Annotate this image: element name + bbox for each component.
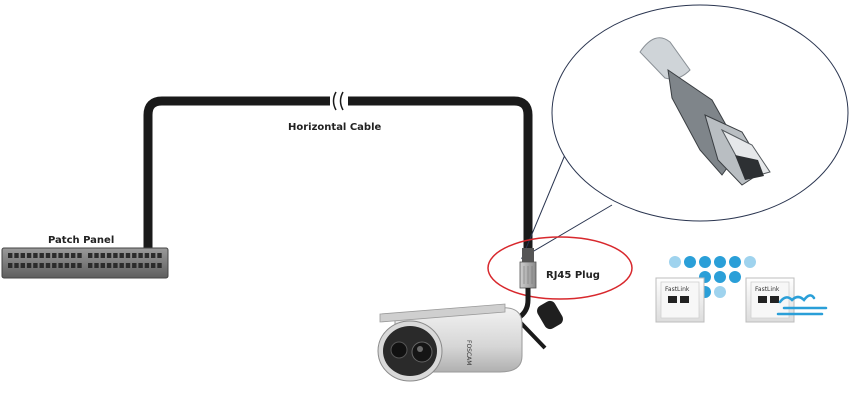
patch-port (52, 263, 57, 268)
patch-port (125, 253, 131, 258)
wall-plate-left-label: FastLink (665, 286, 690, 293)
patch-port (71, 263, 76, 268)
highlight-circle (487, 236, 633, 300)
patch-port (94, 263, 99, 268)
wall-plate-right-label: FastLink (755, 286, 780, 293)
patch-port (106, 263, 112, 268)
patch-port (132, 263, 137, 268)
patch-panel-ports (8, 253, 162, 268)
patch-port (157, 263, 162, 268)
patch-port (26, 253, 32, 258)
patch-port (88, 263, 93, 268)
patch-port (119, 253, 124, 258)
logo-dot (744, 256, 756, 268)
logo-dot (669, 256, 681, 268)
patch-port (58, 253, 63, 258)
patch-port (64, 263, 70, 268)
patch-port (113, 253, 118, 258)
patch-port (14, 253, 19, 258)
patch-port (144, 263, 150, 268)
patch-port (151, 263, 156, 268)
wall-plate-left: FastLink (655, 277, 705, 323)
patch-port (100, 263, 105, 268)
patch-port (8, 253, 13, 258)
patch-port (20, 263, 25, 268)
rj45-plug-label: RJ45 Plug (546, 270, 600, 281)
logo-dot (714, 286, 726, 298)
patch-port (100, 253, 105, 258)
patch-port (14, 263, 19, 268)
rj45-plug-closeup (639, 37, 771, 186)
patch-port (94, 253, 99, 258)
logo-dot (699, 256, 711, 268)
patch-port (8, 263, 13, 268)
patch-port (77, 263, 82, 268)
patch-port (33, 263, 38, 268)
patch-port (151, 253, 156, 258)
horizontal-cable (143, 91, 533, 248)
camera-brand-label: FOSCAM (465, 340, 472, 365)
patch-port (64, 253, 70, 258)
patch-port (125, 263, 131, 268)
wall-plate-right: FastLink (745, 277, 795, 323)
patch-port (138, 253, 143, 258)
patch-port (52, 253, 57, 258)
wind-waves-icon (776, 294, 828, 316)
callout-bubble (520, 4, 849, 260)
patch-port (58, 263, 63, 268)
patch-port (138, 263, 143, 268)
patch-panel (1, 247, 169, 279)
logo-dot (729, 256, 741, 268)
horizontal-cable-label: Horizontal Cable (288, 122, 382, 133)
ip-camera: FOSCAM (377, 303, 523, 382)
patch-port (119, 263, 124, 268)
logo-dot (714, 271, 726, 283)
patch-port (39, 263, 44, 268)
patch-port (132, 253, 137, 258)
logo-dot (714, 256, 726, 268)
rj45-plug (519, 248, 537, 289)
camera-cable-branch (518, 320, 547, 350)
patch-port (33, 253, 38, 258)
patch-port (45, 253, 51, 258)
connector-dots-logo (669, 256, 756, 298)
patch-port (106, 253, 112, 258)
patch-port (20, 253, 25, 258)
patch-port (88, 253, 93, 258)
patch-port (77, 253, 82, 258)
logo-dot (684, 256, 696, 268)
logo-dot (729, 271, 741, 283)
patch-port (157, 253, 162, 258)
patch-port (26, 263, 32, 268)
patch-port (71, 253, 76, 258)
power-connector (537, 300, 563, 330)
patch-port (113, 263, 118, 268)
patch-panel-label: Patch Panel (48, 235, 114, 246)
patch-port (144, 253, 150, 258)
patch-port (45, 263, 51, 268)
patch-port (39, 253, 44, 258)
